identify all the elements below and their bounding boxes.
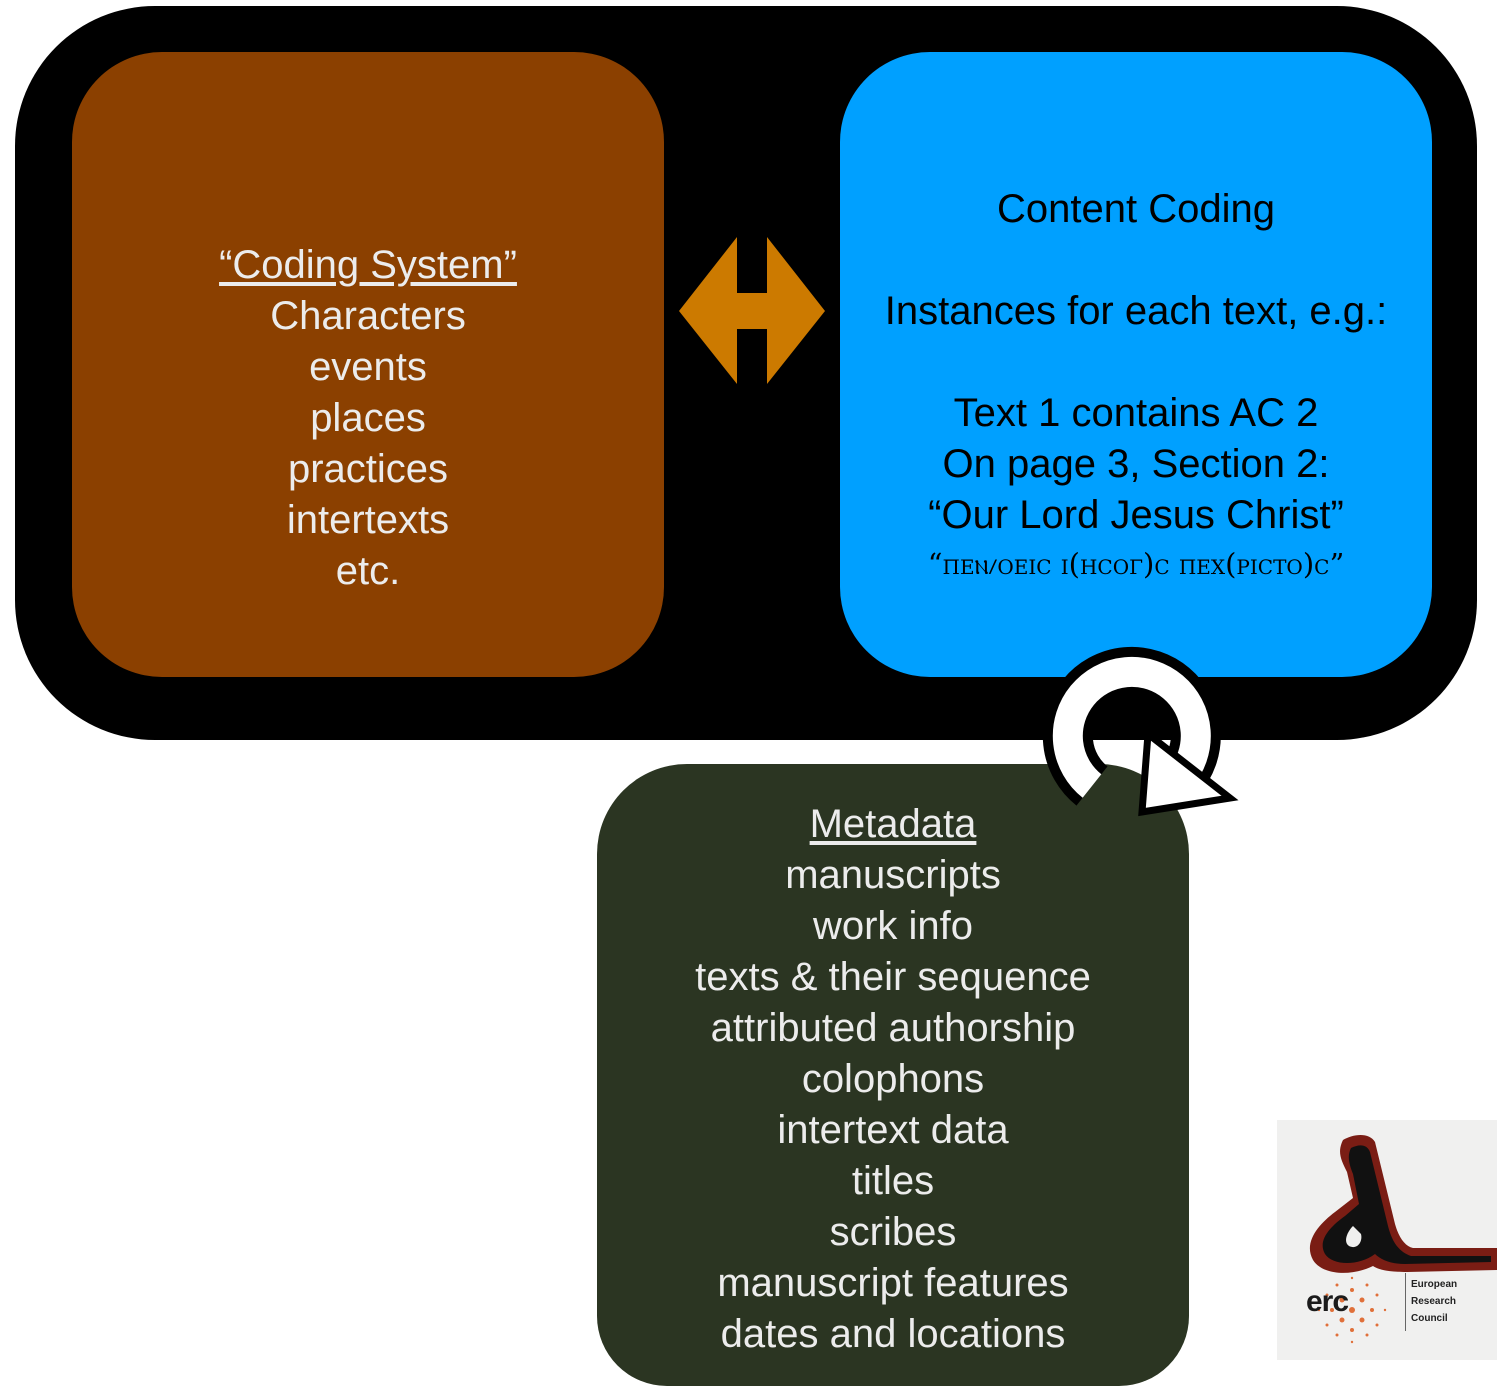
metadata-item: work info: [812, 904, 974, 948]
erc-divider: [1405, 1273, 1406, 1331]
double-arrow-icon: [679, 237, 825, 384]
metadata-item: colophons: [801, 1057, 985, 1101]
content-coding-subtitle: Instances for each text, e.g.:: [884, 289, 1388, 333]
coding-system-item: intertexts: [286, 498, 450, 542]
coding-system-title: “Coding System”: [219, 243, 517, 287]
coding-system-item: places: [310, 396, 426, 440]
metadata-item: titles: [851, 1159, 935, 1203]
metadata-item: manuscript features: [717, 1261, 1069, 1305]
content-coding-title: Content Coding: [997, 187, 1275, 231]
metadata-item: dates and locations: [720, 1312, 1066, 1356]
content-coding-line: “Our Lord Jesus Christ”: [928, 493, 1344, 537]
coding-system-item: Characters: [270, 294, 466, 338]
metadata-box: Metadata manuscripts work info texts & t…: [597, 764, 1189, 1386]
metadata-item: attributed authorship: [710, 1006, 1076, 1050]
erc-sub-line: Research: [1411, 1296, 1457, 1307]
project-logo: [1277, 1120, 1497, 1360]
content-coding-line: Text 1 contains AC 2: [953, 391, 1319, 435]
erc-sub-line: European: [1411, 1279, 1458, 1290]
metadata-item: manuscripts: [785, 853, 1001, 897]
coding-system-box: “Coding System” Characters events places…: [72, 52, 664, 677]
paths-logo-icon: [1309, 1135, 1497, 1273]
erc-sub-line: Council: [1411, 1313, 1448, 1324]
coding-system-item: events: [309, 345, 427, 389]
metadata-item: intertext data: [777, 1108, 1009, 1152]
metadata-item: scribes: [829, 1210, 957, 1254]
coptic-quote: “πεⲛⳇοειc ι(ηcογ)c πεχ(ριcτο)c”: [927, 547, 1345, 581]
content-coding-line: On page 3, Section 2:: [942, 442, 1330, 486]
content-coding-box: Content Coding Instances for each text, …: [840, 52, 1432, 677]
metadata-item: texts & their sequence: [695, 955, 1091, 999]
erc-wordmark: erc: [1306, 1285, 1349, 1318]
coding-system-item: etc.: [335, 549, 401, 593]
cycle-arrow-icon: [1042, 646, 1239, 817]
erc-subtitle: European Research Council: [1411, 1276, 1457, 1327]
metadata-title: Metadata: [809, 802, 977, 846]
erc-starburst-icon: [1317, 1276, 1387, 1344]
coding-system-item: practices: [287, 447, 449, 491]
